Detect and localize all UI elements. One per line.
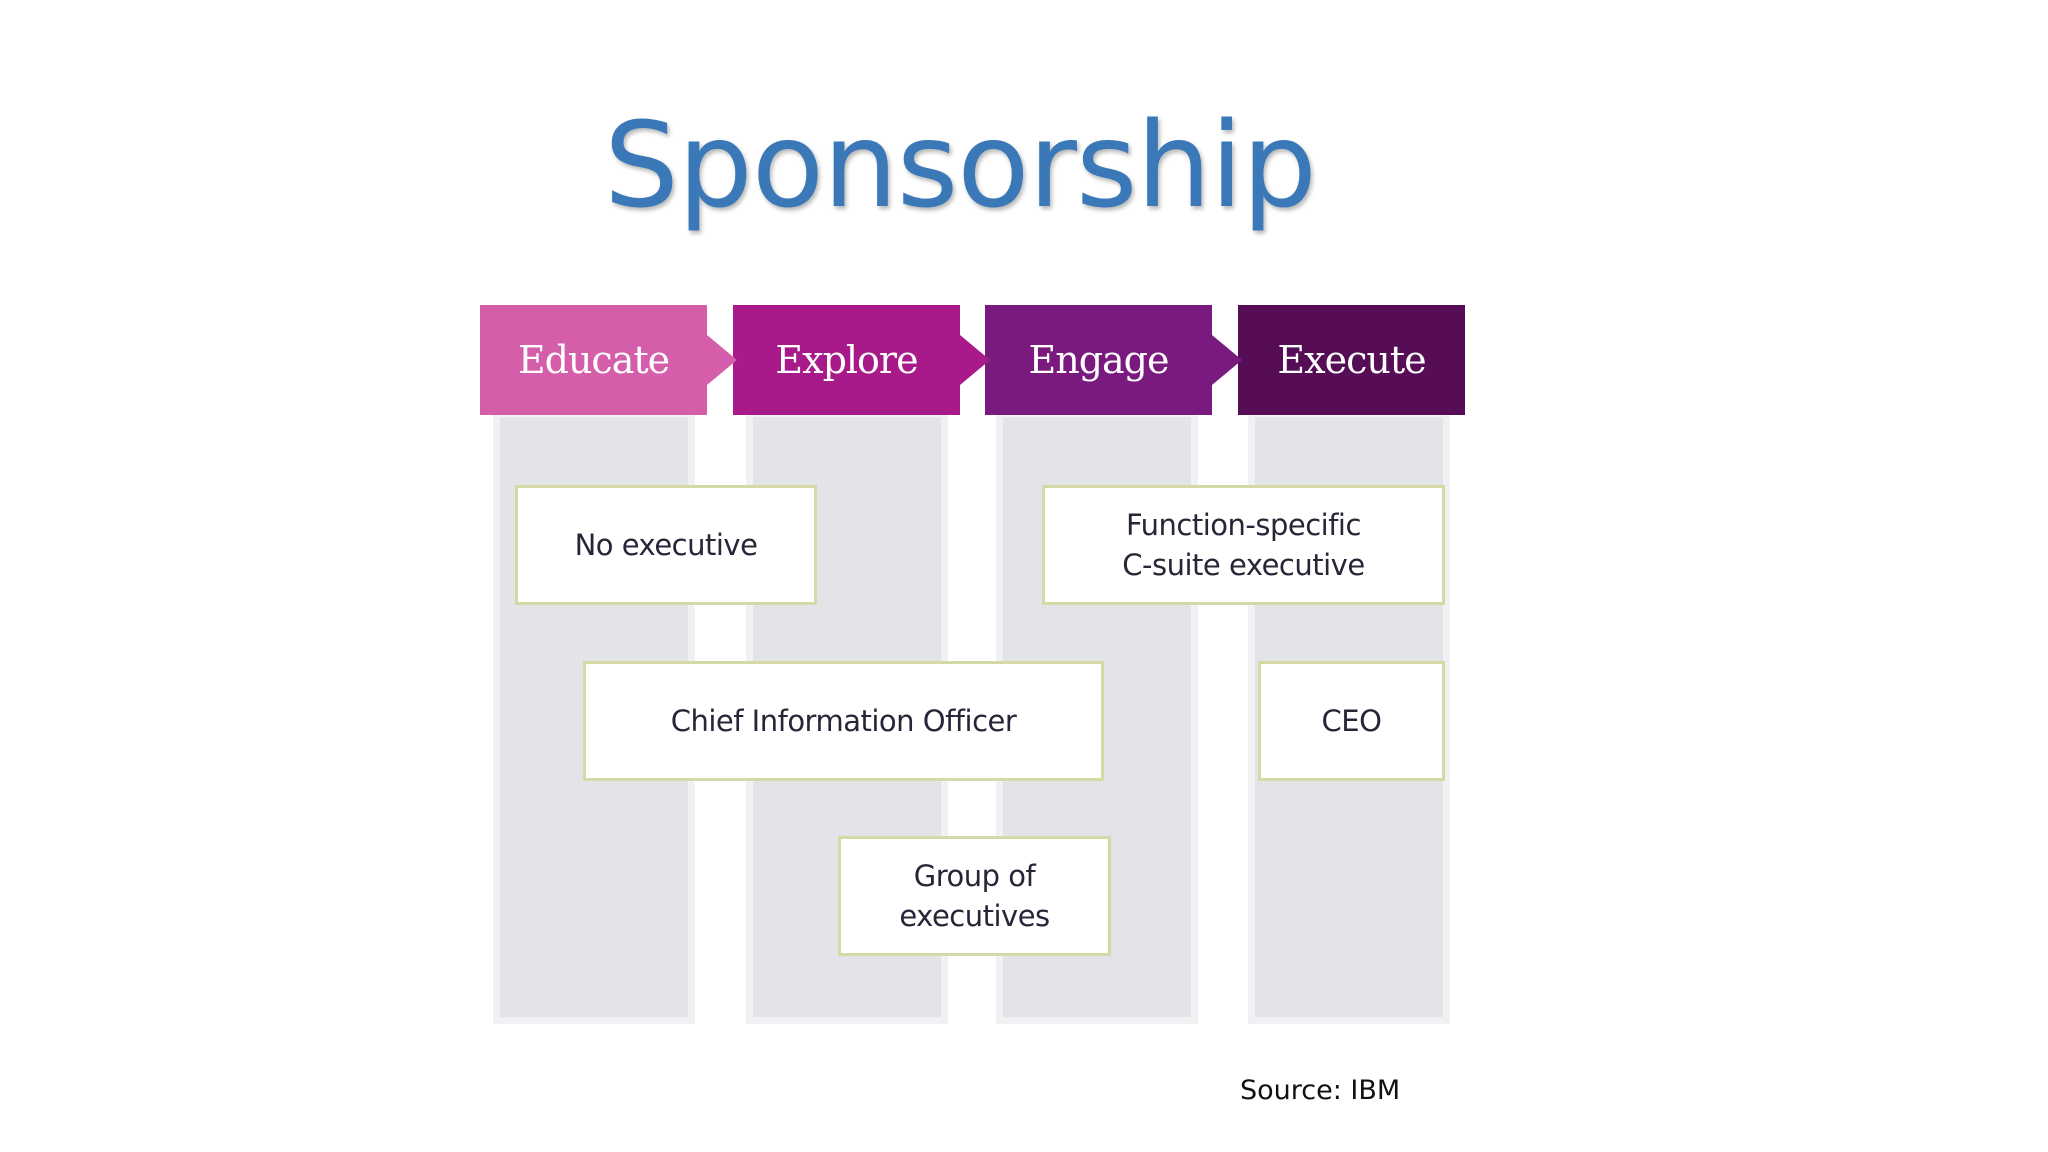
- chevron-right-icon: [707, 335, 737, 385]
- box-group-line1: Group of: [913, 859, 1036, 893]
- box-ceo-label: CEO: [1321, 704, 1382, 738]
- chevron-right-icon: [960, 335, 990, 385]
- box-ceo: CEO: [1258, 661, 1445, 781]
- box-no-executive: No executive: [515, 485, 817, 605]
- box-function-specific-line1: Function-specific: [1126, 508, 1361, 542]
- stage-engage: Engage: [985, 305, 1242, 415]
- box-group-line2: executives: [899, 899, 1050, 933]
- stage-educate-label: Educate: [517, 338, 670, 382]
- stage-explore: Explore: [733, 305, 990, 415]
- source-caption: Source: IBM: [1240, 1075, 1401, 1106]
- box-group-of-executives: Group of executives: [838, 836, 1111, 956]
- stage-educate: Educate: [480, 305, 737, 415]
- box-function-specific: Function-specific C-suite executive: [1042, 485, 1445, 605]
- stage-engage-label: Engage: [1028, 338, 1169, 382]
- box-cio: Chief Information Officer: [583, 661, 1104, 781]
- stage-execute-label: Execute: [1277, 338, 1426, 382]
- box-no-executive-label: No executive: [574, 528, 758, 562]
- chevron-right-icon: [1212, 335, 1242, 385]
- stage-explore-label: Explore: [775, 338, 918, 382]
- page-title: Sponsorship: [604, 96, 1317, 234]
- box-cio-label: Chief Information Officer: [670, 704, 1017, 738]
- stage-execute: Execute: [1238, 305, 1465, 415]
- box-function-specific-line2: C-suite executive: [1122, 548, 1365, 582]
